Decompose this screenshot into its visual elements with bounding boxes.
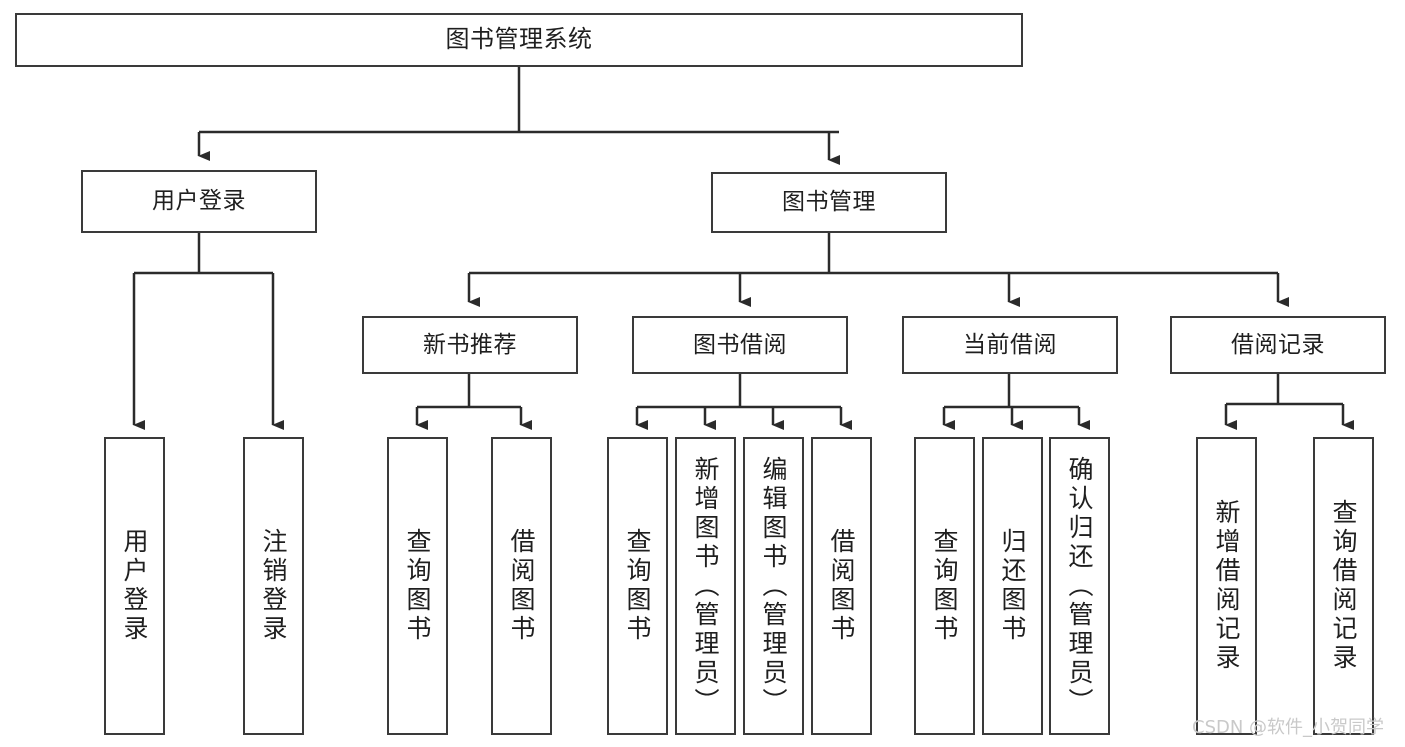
node-book-manage-label: 图书管理: [782, 189, 876, 216]
node-leaf-add-record-label: 新增借阅记录: [1212, 499, 1241, 673]
node-book-borrow-label: 图书借阅: [693, 331, 787, 358]
node-leaf-confirm-return[interactable]: 确认归还（管理员）: [1049, 437, 1110, 735]
node-leaf-add-record[interactable]: 新增借阅记录: [1196, 437, 1257, 735]
node-leaf-query-book-3-label: 查询图书: [930, 528, 959, 644]
node-leaf-query-book-2[interactable]: 查询图书: [607, 437, 668, 735]
node-leaf-return-book-label: 归还图书: [998, 528, 1027, 644]
node-leaf-query-record[interactable]: 查询借阅记录: [1313, 437, 1374, 735]
node-leaf-query-book-1[interactable]: 查询图书: [387, 437, 448, 735]
node-leaf-user-login-label: 用户登录: [120, 528, 149, 644]
node-leaf-user-login[interactable]: 用户登录: [104, 437, 165, 735]
node-leaf-borrow-book-1-label: 借阅图书: [507, 528, 536, 644]
watermark-text: CSDN @软件_小贺同学: [1192, 717, 1385, 738]
node-leaf-query-book-1-label: 查询图书: [403, 528, 432, 644]
node-leaf-add-book[interactable]: 新增图书（管理员）: [675, 437, 736, 735]
node-leaf-query-book-2-label: 查询图书: [623, 528, 652, 644]
node-borrow-record-label: 借阅记录: [1231, 331, 1325, 358]
node-current-borrow-label: 当前借阅: [963, 331, 1057, 358]
node-root[interactable]: 图书管理系统: [15, 13, 1023, 67]
node-book-borrow[interactable]: 图书借阅: [632, 316, 848, 374]
node-leaf-add-book-label: 新增图书（管理员）: [691, 455, 720, 717]
node-new-book-rec-label: 新书推荐: [423, 331, 517, 358]
node-leaf-query-book-3[interactable]: 查询图书: [914, 437, 975, 735]
node-book-manage[interactable]: 图书管理: [711, 172, 947, 233]
node-leaf-borrow-book-1[interactable]: 借阅图书: [491, 437, 552, 735]
node-leaf-logout-login-label: 注销登录: [259, 528, 288, 644]
node-user-login-label: 用户登录: [152, 188, 246, 215]
node-user-login[interactable]: 用户登录: [81, 170, 317, 233]
node-new-book-rec[interactable]: 新书推荐: [362, 316, 578, 374]
node-leaf-logout-login[interactable]: 注销登录: [243, 437, 304, 735]
node-current-borrow[interactable]: 当前借阅: [902, 316, 1118, 374]
node-leaf-borrow-book-2-label: 借阅图书: [827, 528, 856, 644]
node-leaf-return-book[interactable]: 归还图书: [982, 437, 1043, 735]
node-root-label: 图书管理系统: [445, 25, 593, 54]
node-leaf-borrow-book-2[interactable]: 借阅图书: [811, 437, 872, 735]
node-borrow-record[interactable]: 借阅记录: [1170, 316, 1386, 374]
node-leaf-query-record-label: 查询借阅记录: [1329, 499, 1358, 673]
node-leaf-confirm-return-label: 确认归还（管理员）: [1065, 455, 1094, 717]
node-leaf-edit-book[interactable]: 编辑图书（管理员）: [743, 437, 804, 735]
node-leaf-edit-book-label: 编辑图书（管理员）: [759, 455, 788, 717]
